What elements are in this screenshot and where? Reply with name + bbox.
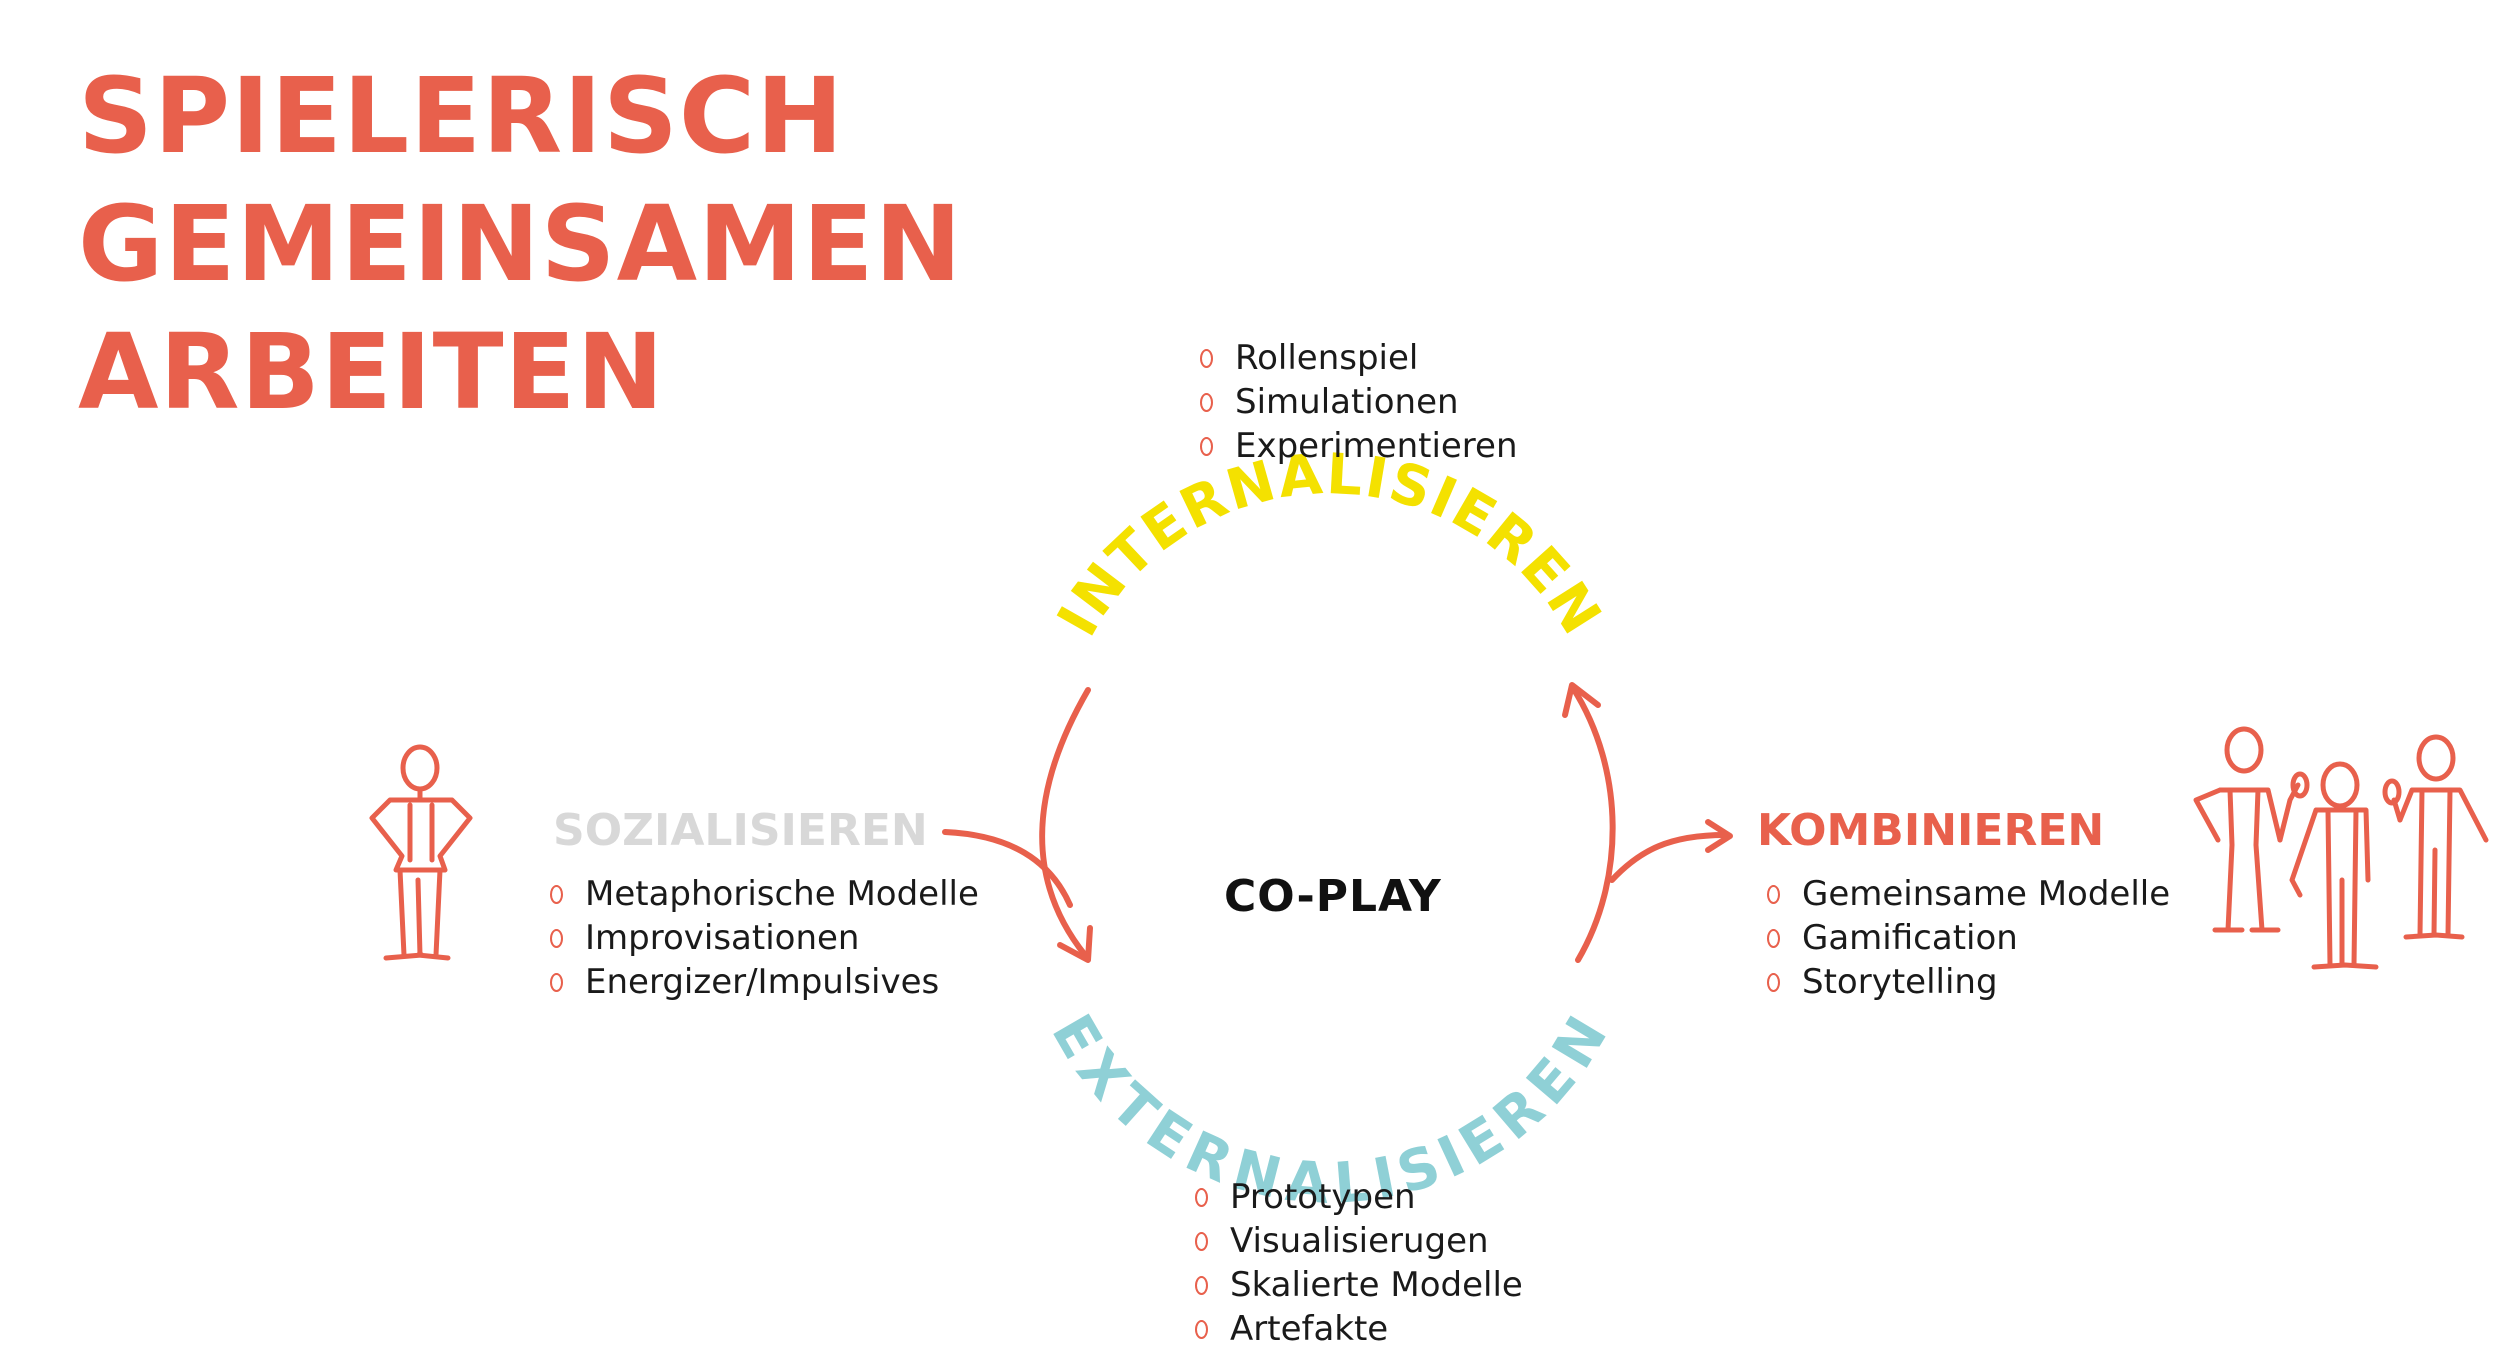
bullet-icon [1767,885,1780,904]
three-people-icon [2196,729,2486,967]
list-item: Experimentieren [1200,424,1518,468]
bullet-icon [1767,929,1780,948]
co-play-label: CO-PLAY [1224,871,1442,922]
bullet-icon [1767,973,1780,992]
list-item: Metaphorische Modelle [550,872,979,916]
bullet-icon [1200,349,1213,368]
bullet-icon [1200,393,1213,412]
kombinieren-list: Gemeinsame Modelle Gamification Storytel… [1767,872,2170,1004]
list-item: Prototypen [1195,1175,1523,1219]
sozialisieren-list: Metaphorische Modelle Improvisationen En… [550,872,979,1004]
bullet-icon [1195,1276,1208,1295]
list-item: Gemeinsame Modelle [1767,872,2170,916]
externalisieren-list: Prototypen Visualisierugen Skalierte Mod… [1195,1175,1523,1351]
cycle-arc-left [1042,690,1088,955]
internalisieren-list: Rollenspiel Simulationen Experimentieren [1200,336,1518,468]
bullet-icon [550,973,563,992]
list-item: Rollenspiel [1200,336,1518,380]
internalisieren-label: INTERNALISIEREN [1045,442,1614,647]
list-item: Artefakte [1195,1307,1523,1351]
list-item: Skalierte Modelle [1195,1263,1523,1307]
cycle-arc-right [1573,688,1613,960]
kombinieren-heading: KOMBINIEREN [1757,805,2104,856]
list-item: Storytelling [1767,960,2170,1004]
list-item: Visualisierugen [1195,1219,1523,1263]
sozialisieren-heading: SOZIALISIEREN [553,805,928,856]
list-item: Energizer/Impulsives [550,960,979,1004]
bullet-icon [550,929,563,948]
person-figure-icon [372,747,470,958]
list-item: Simulationen [1200,380,1518,424]
list-item: Improvisationen [550,916,979,960]
bullet-icon [1200,437,1213,456]
kombinieren-arrow [1612,835,1725,880]
bullet-icon [1195,1320,1208,1339]
bullet-icon [1195,1232,1208,1251]
bullet-icon [550,885,563,904]
list-item: Gamification [1767,916,2170,960]
bullet-icon [1195,1188,1208,1207]
